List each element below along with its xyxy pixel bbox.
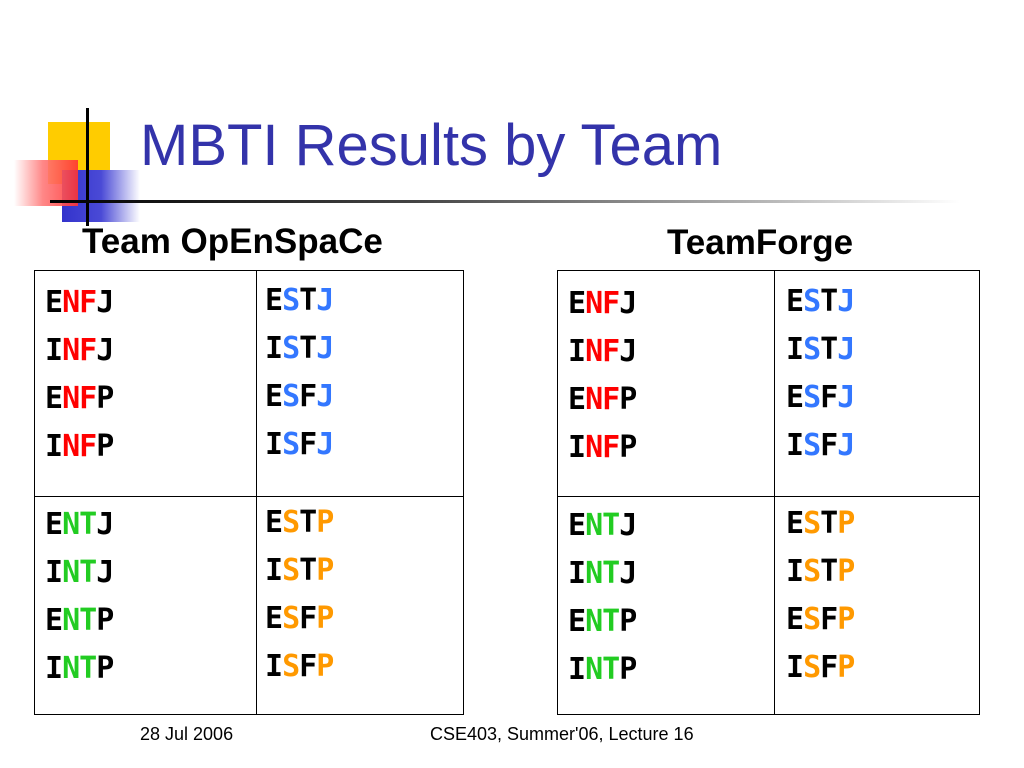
mbti-type: ESFJ: [786, 380, 855, 415]
mbti-type: ENFJ: [568, 286, 637, 321]
mbti-type: ESTJ: [786, 284, 855, 319]
mbti-type: ISFP: [265, 649, 334, 684]
footer-date: 28 Jul 2006: [140, 724, 234, 744]
nf-quadrant: ENFJ INFJ ENFP INFP: [45, 279, 114, 471]
nf-quadrant: ENFJ INFJ ENFP INFP: [568, 280, 637, 472]
mbti-type: INFJ: [568, 334, 637, 369]
mbti-type: ISFJ: [265, 427, 334, 462]
teamforge-label: TeamForge: [667, 223, 854, 262]
mbti-type: ENFP: [45, 381, 114, 416]
horizontal-line-decoration: [50, 200, 960, 203]
mbti-type: INFJ: [45, 333, 114, 368]
mbti-type: ISFJ: [786, 428, 855, 463]
team-openspace-label: Team OpEnSpaCe: [82, 222, 383, 261]
mbti-type: ENFP: [568, 382, 637, 417]
mbti-type: ENTP: [568, 604, 637, 639]
mbti-type: INTJ: [568, 556, 637, 591]
mbti-type: ISTP: [786, 554, 855, 589]
red-square-decoration: [14, 160, 78, 206]
vertical-line-decoration: [86, 108, 89, 226]
grid-divider-horizontal: [35, 496, 463, 497]
sp-quadrant: ESTP ISTP ESFP ISFP: [786, 500, 855, 692]
team-openspace-grid: ENFJ INFJ ENFP INFP ESTJ ISTJ ESFJ ISFJ ENTJ IN…: [34, 270, 464, 715]
mbti-type: INTP: [45, 651, 114, 686]
mbti-type: ISTP: [265, 553, 334, 588]
mbti-type: INFP: [45, 429, 114, 464]
mbti-type: ESTJ: [265, 283, 334, 318]
mbti-type: ENTP: [45, 603, 114, 638]
mbti-type: ESFP: [265, 601, 334, 636]
nt-quadrant: ENTJ INTJ ENTP INTP: [45, 501, 114, 693]
nt-quadrant: ENTJ INTJ ENTP INTP: [568, 502, 637, 694]
mbti-type: ESTP: [265, 505, 334, 540]
sp-quadrant: ESTP ISTP ESFP ISFP: [265, 499, 334, 691]
mbti-type: INTP: [568, 652, 637, 687]
sj-quadrant: ESTJ ISTJ ESFJ ISFJ: [786, 278, 855, 470]
mbti-type: INFP: [568, 430, 637, 465]
mbti-type: ESFP: [786, 602, 855, 637]
grid-divider-horizontal: [558, 496, 979, 497]
mbti-type: ISFP: [786, 650, 855, 685]
grid-divider-vertical: [774, 271, 775, 714]
mbti-type: ENFJ: [45, 285, 114, 320]
mbti-type: INTJ: [45, 555, 114, 590]
teamforge-grid: ENFJ INFJ ENFP INFP ESTJ ISTJ ESFJ ISFJ ENTJ IN…: [557, 270, 980, 715]
sj-quadrant: ESTJ ISTJ ESFJ ISFJ: [265, 277, 334, 469]
mbti-type: ESTP: [786, 506, 855, 541]
mbti-type: ENTJ: [45, 507, 114, 542]
mbti-type: ESFJ: [265, 379, 334, 414]
grid-divider-vertical: [256, 271, 257, 714]
mbti-type: ISTJ: [265, 331, 334, 366]
mbti-type: ENTJ: [568, 508, 637, 543]
slide-title: MBTI Results by Team: [140, 113, 723, 178]
mbti-type: ISTJ: [786, 332, 855, 367]
footer-course: CSE403, Summer'06, Lecture 16: [430, 724, 694, 744]
